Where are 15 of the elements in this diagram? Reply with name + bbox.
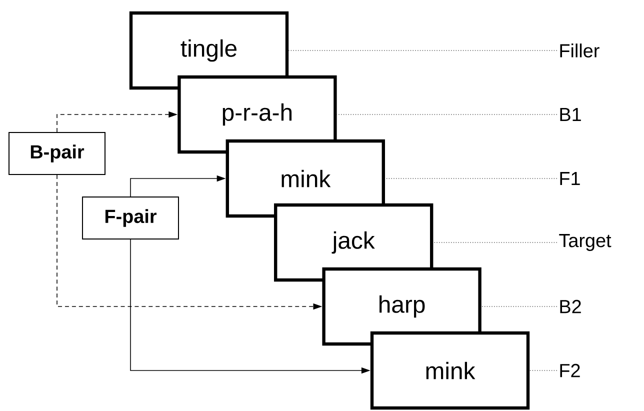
condition-label: B1 <box>560 108 581 122</box>
leader-line <box>481 306 558 307</box>
pair-label-box: F-pair <box>82 196 179 240</box>
leader-line <box>288 50 558 51</box>
word-card: mink <box>370 331 530 410</box>
leader-line <box>529 370 558 371</box>
condition-label: B2 <box>560 300 581 314</box>
leader-line <box>384 178 558 179</box>
pair-label-box: B-pair <box>8 132 106 175</box>
leader-line <box>432 242 558 243</box>
condition-label: F2 <box>560 364 580 378</box>
condition-label: Filler <box>560 44 600 58</box>
condition-label: F1 <box>560 172 580 186</box>
condition-label: Target <box>559 234 612 251</box>
leader-line <box>336 114 558 115</box>
